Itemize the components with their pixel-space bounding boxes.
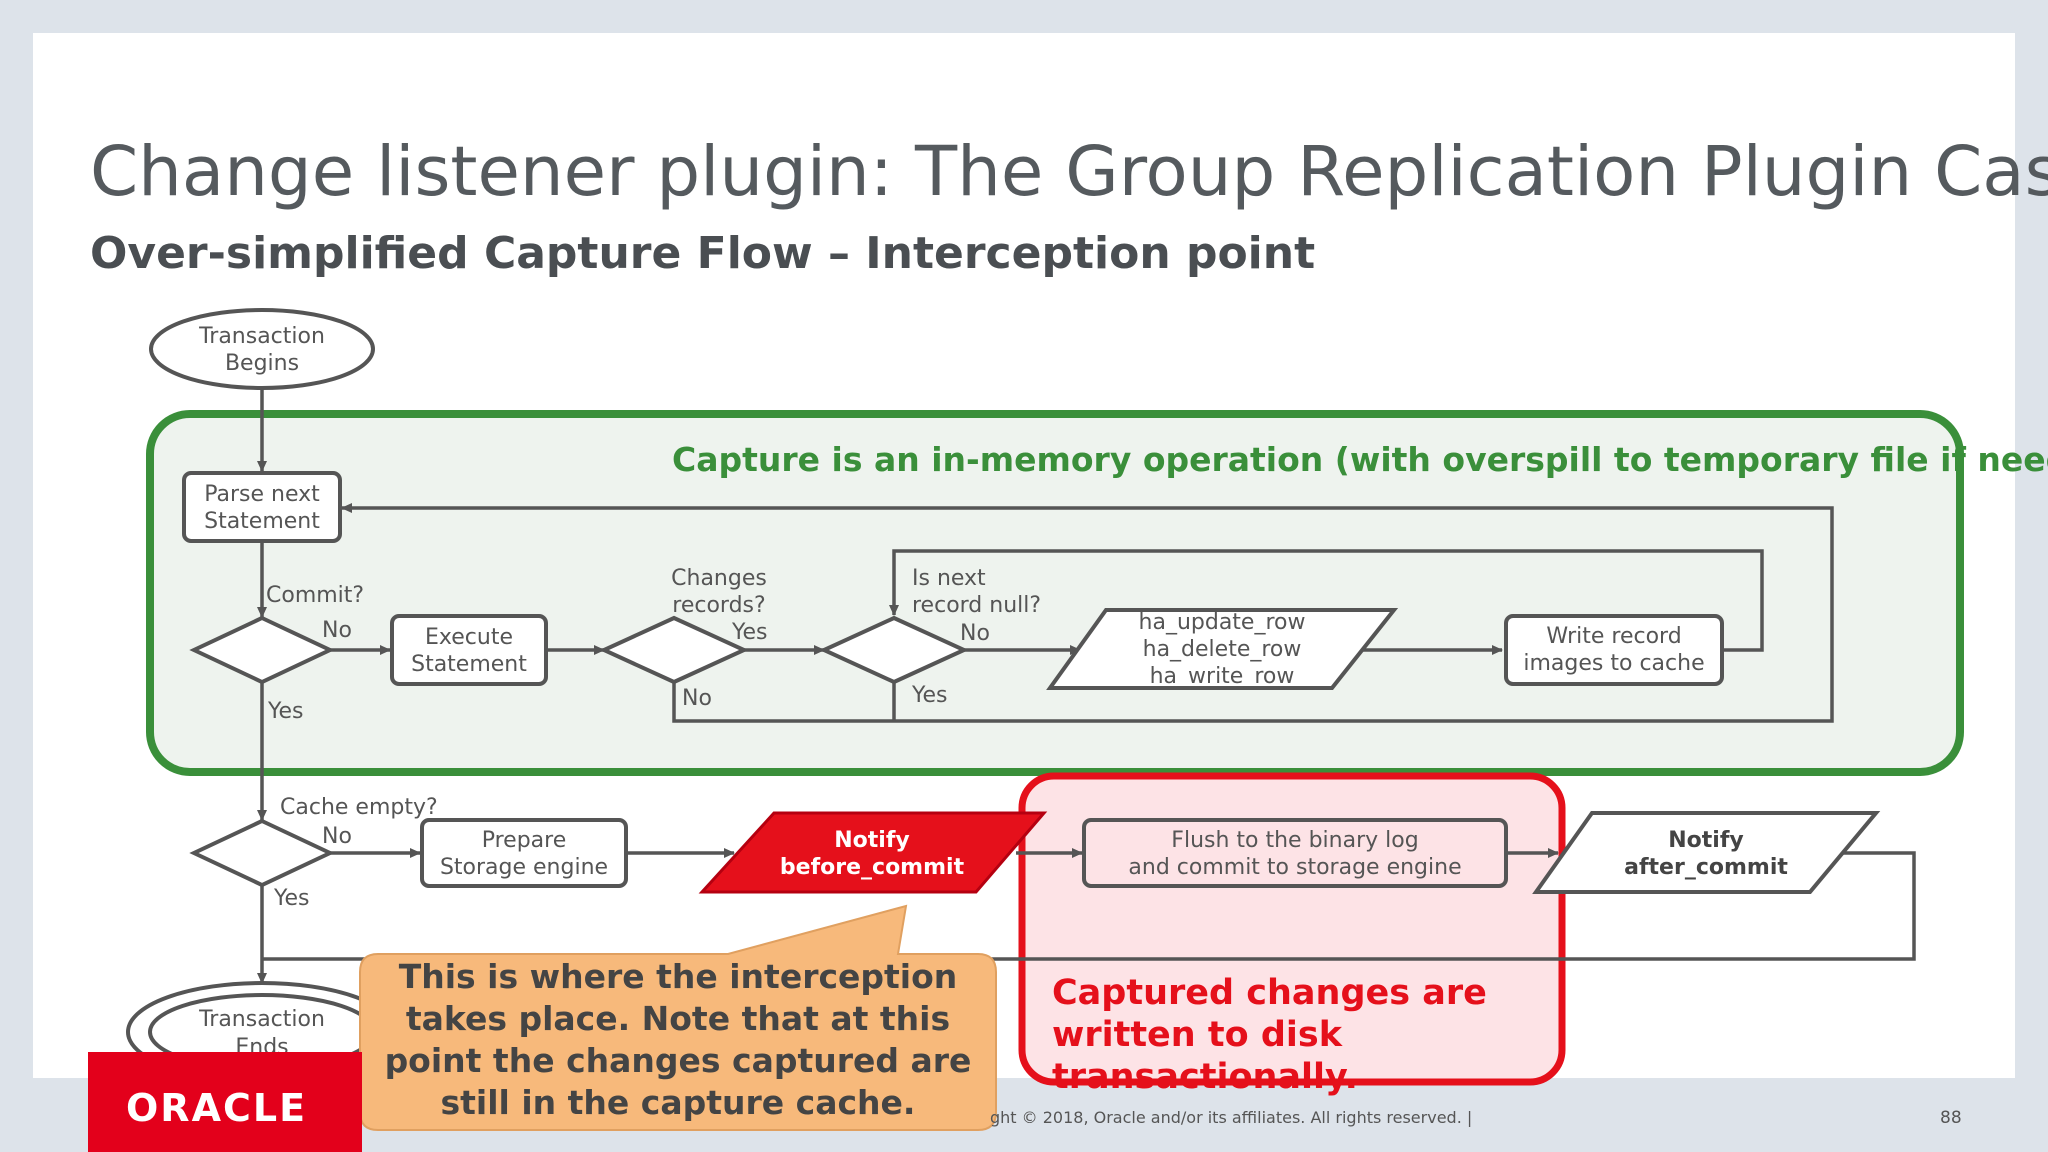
notify-before-label-1: Notify <box>834 828 910 853</box>
transaction-begins-label-1: Transaction <box>198 324 325 349</box>
commit-no-label: No <box>322 618 352 643</box>
execute-label-1: Execute <box>425 625 513 650</box>
slide-title: Change listener plugin: The Group Replic… <box>90 132 2048 212</box>
commit-decision <box>189 615 335 685</box>
write-cache-label-1: Write record <box>1546 624 1681 649</box>
oracle-logo: ORACLE <box>126 1086 308 1130</box>
copyright-footer: ght © 2018, Oracle and/or its affiliates… <box>990 1108 1473 1127</box>
notify-after-commit-node <box>1532 811 1881 894</box>
handler-calls-node <box>1046 608 1399 690</box>
changes-question-label-1: Changes <box>671 566 767 591</box>
prepare-label-1: Prepare <box>482 828 567 853</box>
parse-next-label-2: Statement <box>204 509 320 534</box>
handler-write-label: ha_write_row <box>1150 664 1295 689</box>
notify-after-label-2: after_commit <box>1624 855 1788 880</box>
flush-label-1: Flush to the binary log <box>1171 828 1418 853</box>
flush-binary-log-node <box>1082 818 1508 888</box>
interception-callout-text: This is where the interception takes pla… <box>384 957 972 1122</box>
write-record-cache-node <box>1504 614 1724 686</box>
cache-empty-decision <box>189 818 335 888</box>
prepare-storage-node <box>420 818 628 888</box>
cache-yes-label: Yes <box>273 886 310 911</box>
flush-label-2: and commit to storage engine <box>1128 855 1461 880</box>
capture-region-label: Capture is an in-memory operation (with … <box>672 440 2048 479</box>
cache-no-label: No <box>322 824 352 849</box>
next-record-null-decision <box>819 615 969 685</box>
notify-before-label-2: before_commit <box>780 855 965 880</box>
edge-cache-loop <box>889 549 1764 652</box>
cache-empty-question-label: Cache empty? <box>280 795 438 820</box>
transaction-begins-node <box>149 308 375 390</box>
prepare-label-2: Storage engine <box>440 855 608 880</box>
execute-statement-node <box>390 614 548 686</box>
notify-after-label-1: Notify <box>1668 828 1744 853</box>
flow-edges <box>257 388 1916 984</box>
disk-write-note: Captured changes are written to disk tra… <box>1052 973 1487 1097</box>
null-no-label: No <box>960 621 990 646</box>
parse-next-label-1: Parse next <box>204 482 320 507</box>
changes-records-decision <box>599 615 749 685</box>
commit-yes-label: Yes <box>267 699 304 724</box>
changes-yes-label: Yes <box>731 620 768 645</box>
interception-callout <box>359 904 997 1131</box>
null-question-label-2: record null? <box>912 593 1041 618</box>
edge-after-return <box>262 851 1916 961</box>
null-yes-label: Yes <box>911 683 948 708</box>
oracle-brand-bar <box>88 1052 362 1152</box>
execute-label-2: Statement <box>411 652 527 677</box>
commit-question-label: Commit? <box>266 583 364 608</box>
slide-subtitle: Over-simplified Capture Flow – Intercept… <box>90 228 1316 279</box>
notify-before-commit-node <box>698 811 1048 894</box>
page-number: 88 <box>1940 1108 1962 1128</box>
handler-update-label: ha_update_row <box>1139 610 1306 635</box>
write-cache-label-2: images to cache <box>1523 651 1704 676</box>
edge-loop-parse <box>341 503 1834 723</box>
parse-next-statement-node <box>182 471 342 543</box>
changes-no-label: No <box>682 686 712 711</box>
transaction-ends-label-1: Transaction <box>198 1007 325 1032</box>
transaction-begins-label-2: Begins <box>225 351 299 376</box>
handler-delete-label: ha_delete_row <box>1143 637 1302 662</box>
changes-question-label-2: records? <box>672 593 765 618</box>
null-question-label-1: Is next <box>912 566 986 591</box>
